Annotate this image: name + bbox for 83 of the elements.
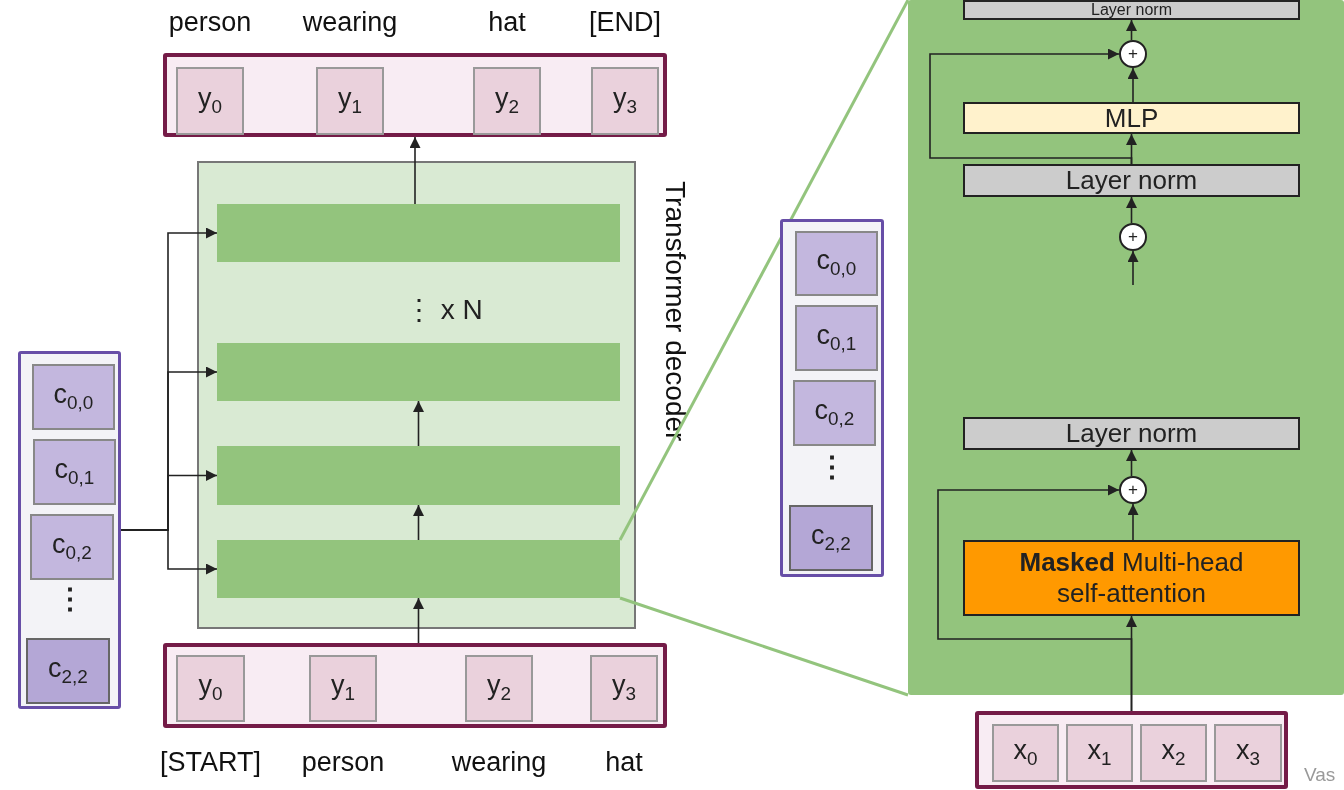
plus-sign: + <box>1128 44 1138 62</box>
add-circle <box>1119 40 1147 68</box>
arrow <box>1126 19 1137 41</box>
box-label: Layer norm <box>1065 166 1198 195</box>
feature-cell <box>795 231 878 296</box>
ellipsis: ⋮ <box>54 586 85 612</box>
feature-label: c$_{0,1}$ <box>816 320 857 356</box>
layer-bar <box>217 446 620 505</box>
token-word: [START] <box>160 747 261 778</box>
arrow <box>1127 250 1139 286</box>
token-word: hat <box>605 747 643 778</box>
feature-cell <box>32 364 115 430</box>
token-label: y$_{0}$ <box>198 83 222 119</box>
token-label: y$_{0}$ <box>198 671 223 706</box>
arrow <box>1127 503 1139 541</box>
token-word: hat <box>488 7 526 38</box>
feature-column <box>18 351 121 709</box>
token-label: x$_{3}$ <box>1236 735 1260 771</box>
token-cell <box>992 724 1059 782</box>
layer-bar <box>217 540 620 598</box>
arrow <box>120 529 218 575</box>
mlp-box <box>963 102 1300 134</box>
token-word: [END] <box>589 7 661 38</box>
token-label: x$_{1}$ <box>1087 735 1112 771</box>
layer-norm-box <box>963 164 1300 197</box>
plus-sign: + <box>1128 480 1138 498</box>
feature-label: c$_{0,0}$ <box>53 379 94 415</box>
arrow <box>1126 196 1137 224</box>
token-cell <box>1066 724 1133 782</box>
layer-bar <box>217 204 620 262</box>
token-row <box>975 711 1288 789</box>
arrow <box>937 484 1133 712</box>
box-label: Layer norm <box>1065 419 1198 448</box>
token-cell <box>1214 724 1282 782</box>
arrow <box>929 48 1133 165</box>
feature-label: c$_{0,1}$ <box>54 454 95 490</box>
add-circle <box>1119 476 1147 504</box>
token-label: y$_{3}$ <box>612 671 636 706</box>
citation-text: Vas <box>1304 764 1336 786</box>
token-word: wearing <box>302 7 398 38</box>
add-circle <box>1119 223 1147 251</box>
feature-cell <box>30 514 114 580</box>
layer-norm-box <box>963 417 1300 450</box>
token-label: x$_{0}$ <box>1013 735 1038 771</box>
layer-norm-box <box>963 0 1300 20</box>
feature-label: c$_{2,2}$ <box>48 653 88 689</box>
box-label: Layer norm <box>1091 1 1172 19</box>
feature-column <box>780 219 884 577</box>
token-cell <box>1140 724 1207 782</box>
token-word: person <box>301 747 385 778</box>
token-label: x$_{2}$ <box>1161 735 1186 771</box>
token-word: person <box>168 7 252 38</box>
feature-label: c$_{2,2}$ <box>811 520 851 556</box>
layer-bar <box>217 343 620 401</box>
box-label: MLP <box>1104 103 1159 133</box>
feature-label: c$_{0,2}$ <box>814 395 855 431</box>
token-label: y$_{2}$ <box>487 671 511 706</box>
zoom-panel <box>908 0 1344 695</box>
feature-cell <box>26 638 110 704</box>
ellipsis: ⋮ <box>817 454 847 480</box>
token-word: wearing <box>451 747 547 778</box>
feature-cell <box>789 505 873 571</box>
token-label: y$_{2}$ <box>495 83 519 119</box>
token-label: y$_{3}$ <box>613 83 637 119</box>
token-label: y$_{1}$ <box>331 671 355 706</box>
zoom-line <box>619 596 909 697</box>
attention-box <box>963 540 1300 616</box>
repeat-label: ⋮ x N <box>405 295 483 326</box>
feature-cell <box>33 439 116 505</box>
plus-sign: + <box>1128 227 1138 245</box>
feature-cell <box>793 380 876 446</box>
token-label: y$_{1}$ <box>338 83 362 119</box>
feature-label: c$_{0,2}$ <box>52 529 92 565</box>
feature-cell <box>795 305 878 371</box>
arrow <box>413 597 424 644</box>
arrow <box>409 136 421 205</box>
feature-label: c$_{0,0}$ <box>816 246 857 281</box>
arrow <box>1127 67 1139 103</box>
decoder-label: Transformer decoder <box>659 181 691 442</box>
arrow <box>413 400 424 447</box>
arrow <box>1126 449 1137 477</box>
box-label: Masked Multi-head self-attention <box>1018 546 1245 610</box>
arrow <box>413 504 424 541</box>
